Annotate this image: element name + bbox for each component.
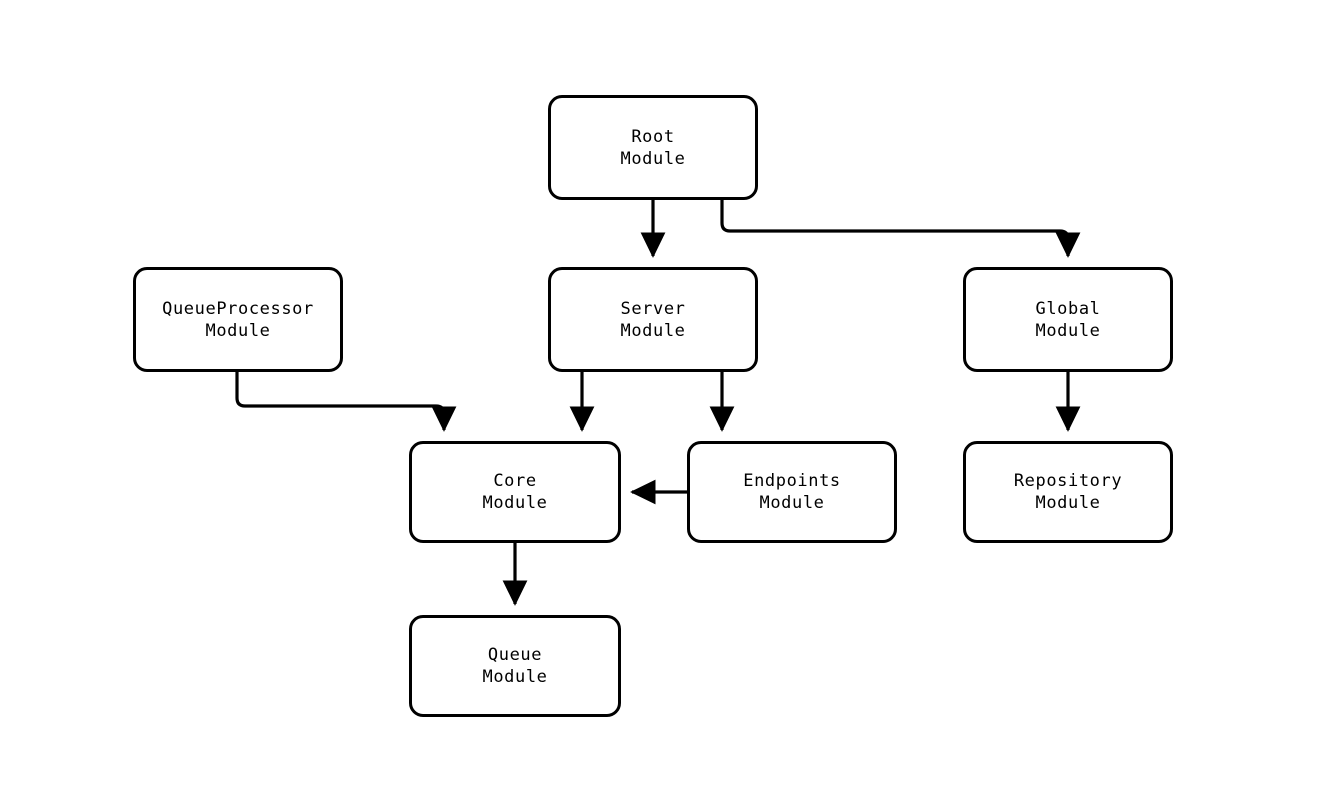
node-queueprocessor-module-label-line1: QueueProcessor bbox=[162, 298, 314, 319]
node-root-module-label-line2: Module bbox=[620, 148, 686, 169]
node-queue-module[interactable]: Queue Module bbox=[409, 615, 621, 717]
node-queueprocessor-module[interactable]: QueueProcessor Module bbox=[133, 267, 343, 372]
node-repository-module-label-line2: Module bbox=[1035, 493, 1101, 513]
node-global-module-label-line1: Global bbox=[1035, 298, 1101, 319]
node-core-module[interactable]: Core Module bbox=[409, 441, 621, 543]
node-repository-module-label-line1: Repository bbox=[1013, 471, 1123, 491]
node-global-module-label-line2: Module bbox=[1035, 320, 1101, 341]
node-server-module[interactable]: Server Module bbox=[548, 267, 758, 372]
node-endpoints-module-label-line2: Module bbox=[759, 493, 825, 513]
node-repository-module[interactable]: Repository Module bbox=[963, 441, 1173, 543]
node-queueprocessor-module-label-line2: Module bbox=[205, 320, 271, 341]
node-server-module-label-line1: Server bbox=[620, 298, 686, 319]
node-endpoints-module[interactable]: Endpoints Module bbox=[687, 441, 897, 543]
node-queue-module-label-line1: Queue bbox=[487, 645, 543, 665]
edge-queueprocessor-to-core bbox=[235, 372, 457, 432]
node-core-module-label-line1: Core bbox=[493, 471, 537, 491]
node-root-module-label-line1: Root bbox=[631, 126, 675, 147]
node-global-module[interactable]: Global Module bbox=[963, 267, 1173, 372]
node-server-module-label-line2: Module bbox=[620, 320, 686, 341]
node-core-module-label-line2: Module bbox=[482, 493, 548, 513]
edge-root-to-global bbox=[720, 200, 1081, 258]
node-queue-module-label-line2: Module bbox=[482, 667, 548, 687]
node-endpoints-module-label-line1: Endpoints bbox=[743, 471, 841, 491]
node-root-module[interactable]: Root Module bbox=[548, 95, 758, 200]
